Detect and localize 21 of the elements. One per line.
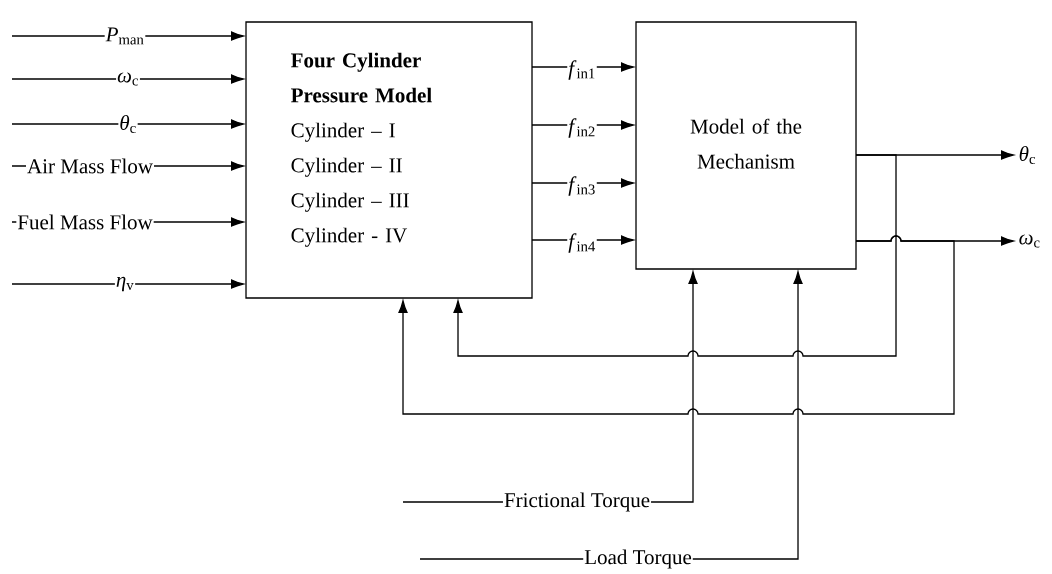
edge-label: Fuel Mass Flow: [16, 213, 154, 231]
block-box: Four Cylinder Pressure Model Cylinder – I Cylinder – II Cylinder – III Cylinder - IV: [245, 21, 533, 299]
arrow: [11, 279, 244, 289]
edge-label: η$_{v}$: [114, 275, 136, 293]
arrow: [453, 154, 897, 357]
arrow: [11, 119, 244, 129]
edge-label: θ$_{c}$: [118, 114, 138, 134]
edge-label: Air Mass Flow: [26, 157, 154, 175]
edge-label: Load Torque: [583, 548, 693, 570]
edge-label: f$_{in3}$: [567, 175, 597, 197]
output-label: ω$_{c}$: [1019, 234, 1040, 248]
edge-label: Frictional Torque: [502, 491, 652, 513]
edge-label: P$_{man}$: [104, 26, 146, 46]
edge-label: f$_{in2}$: [567, 117, 597, 139]
edge-label: f$_{in1}$: [567, 59, 597, 81]
edge-label: f$_{in4}$: [567, 232, 597, 254]
block-box: Model of the Mechanism: [635, 21, 857, 270]
arrow: [398, 235, 955, 415]
edge-label: ω$_{c}$: [116, 71, 140, 87]
output-label: θ$_{c}$: [1019, 146, 1036, 164]
arrow: [11, 74, 244, 84]
